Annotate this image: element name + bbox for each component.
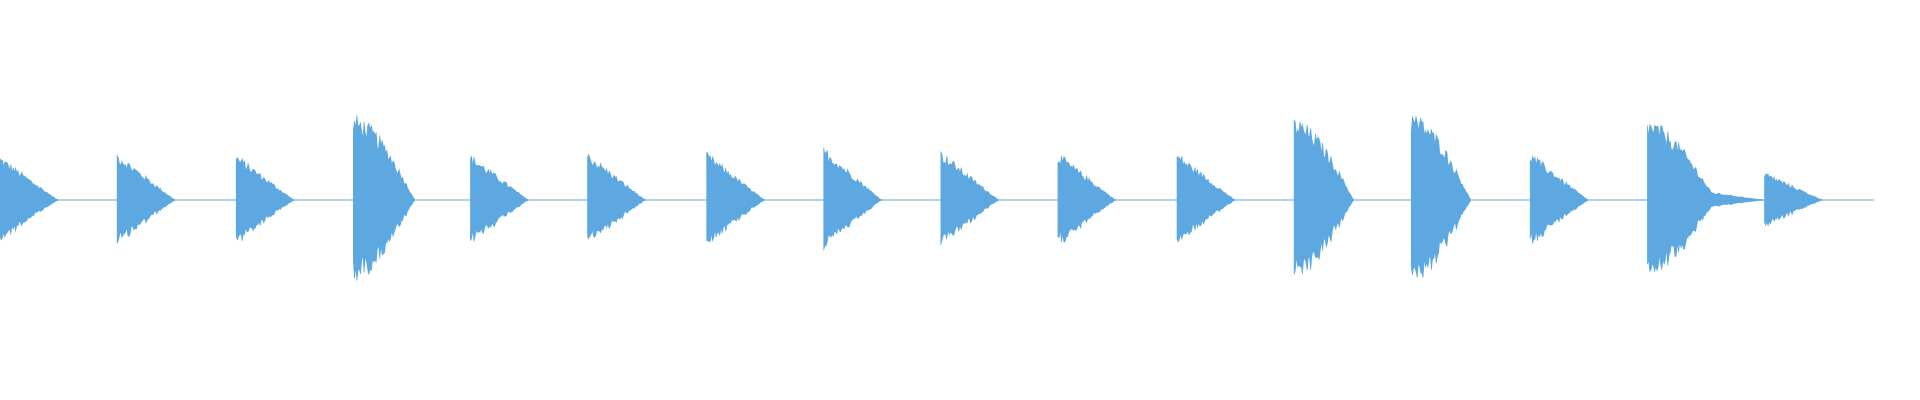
waveform-event-10 [1057, 155, 1116, 243]
waveform-event-1 [0, 158, 58, 241]
waveform-event-9 [940, 151, 999, 245]
waveform-event-4 [353, 115, 415, 281]
waveform-event-7 [706, 151, 765, 243]
waveform-event-13 [1410, 115, 1471, 278]
waveform-events [0, 115, 1823, 281]
waveform-event-8 [823, 147, 882, 251]
waveform-event-16 [1764, 173, 1823, 227]
waveform-event-5 [470, 155, 529, 242]
waveform-event-2 [116, 154, 175, 244]
waveform-event-3 [235, 156, 295, 241]
waveform-event-12 [1293, 119, 1354, 275]
waveform-event-11 [1176, 156, 1235, 243]
waveform-event-6 [587, 153, 646, 240]
waveform-event-15 [1647, 123, 1763, 273]
waveform-event-14 [1529, 155, 1589, 244]
